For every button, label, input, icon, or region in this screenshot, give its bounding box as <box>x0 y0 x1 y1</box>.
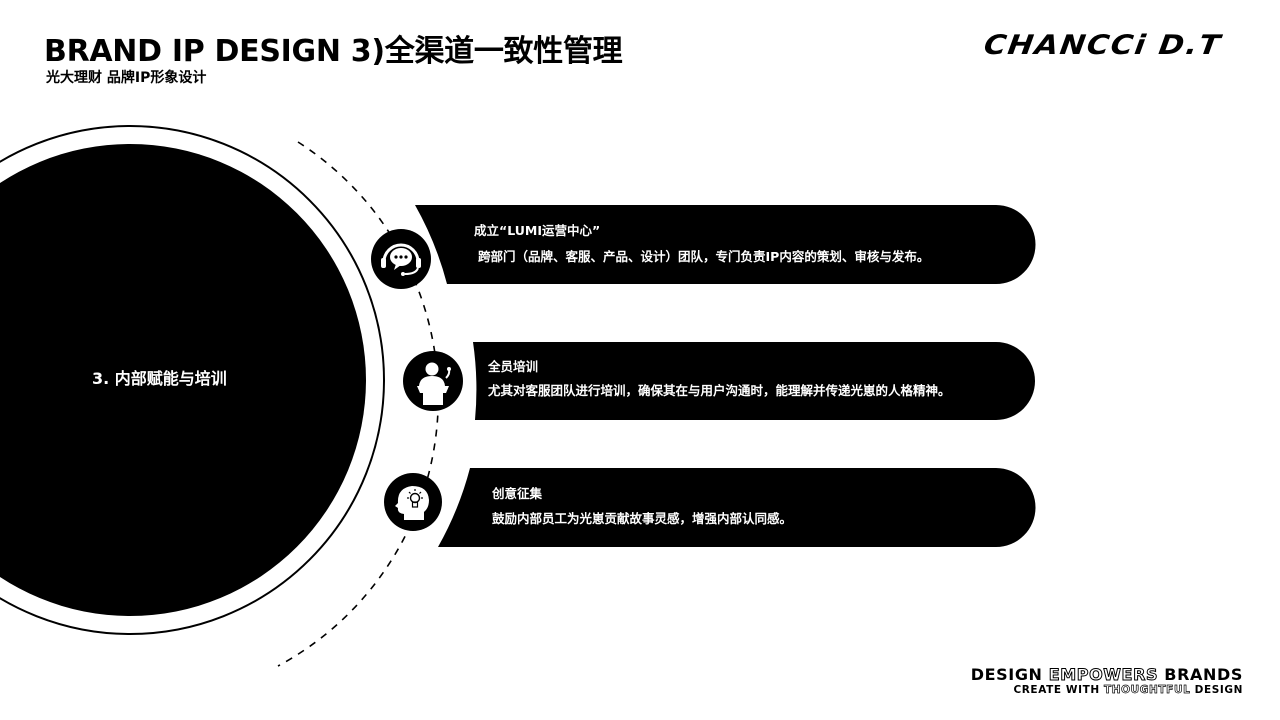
item-description: 鼓励内部员工为光崽贡献故事灵感，增强内部认同感。 <box>492 511 793 526</box>
item-title: 成立“LUMI运营中心” <box>474 223 601 238</box>
item-title: 创意征集 <box>492 486 543 501</box>
outer-ring <box>0 125 385 635</box>
center-disk <box>0 144 366 616</box>
customer-service-headset-icon <box>371 229 431 289</box>
tagline-word: BRANDS <box>1158 665 1243 684</box>
item-description: 跨部门（品牌、客服、产品、设计）团队，专门负责IP内容的策划、审核与发布。 <box>478 249 930 264</box>
page-title: BRAND IP DESIGN 3)全渠道一致性管理 <box>44 34 623 69</box>
pill-2-shape <box>473 342 1035 420</box>
item-card-1: 成立“LUMI运营中心” 跨部门（品牌、客服、产品、设计）团队，专门负责IP内容… <box>474 222 929 266</box>
center-label: 3. 内部赋能与培训 <box>92 369 227 388</box>
item-card-2: 全员培训 尤其对客服团队进行培训，确保其在与用户沟通时，能理解并传递光崽的人格精… <box>488 358 951 400</box>
item-title: 全员培训 <box>488 359 539 374</box>
pill-1-shape <box>415 205 1036 284</box>
tagline-word: CREATE WITH <box>1013 684 1104 696</box>
item-description: 尤其对客服团队进行培训，确保其在与用户沟通时，能理解并传递光崽的人格精神。 <box>488 383 951 398</box>
footer-tagline: DESIGN EMPOWERS BRANDS CREATE WITH THOUG… <box>970 665 1243 697</box>
page-subtitle: 光大理财 品牌IP形象设计 <box>46 70 207 86</box>
pill-3-shape <box>438 468 1036 547</box>
presenter-podium-icon <box>403 351 463 411</box>
tagline-line-2: CREATE WITH THOUGHTFUL DESIGN <box>971 684 1243 697</box>
item-card-3: 创意征集 鼓励内部员工为光崽贡献故事灵感，增强内部认同感。 <box>492 485 792 528</box>
tagline-word: DESIGN <box>970 665 1049 684</box>
tagline-outline-word: THOUGHTFUL <box>1104 684 1191 697</box>
idea-head-lightbulb-icon <box>384 473 442 531</box>
tagline-word: DESIGN <box>1190 684 1243 696</box>
tagline-line-1: DESIGN EMPOWERS BRANDS <box>970 665 1243 684</box>
tagline-outline-word: EMPOWERS <box>1048 665 1159 684</box>
dashed-arc <box>277 141 440 667</box>
